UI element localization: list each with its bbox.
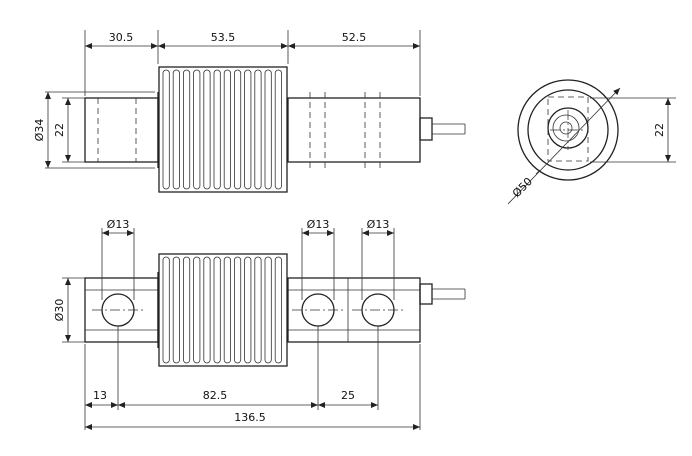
- end-outer-circle: [517, 79, 619, 181]
- bellows-rib: [233, 256, 242, 364]
- top-right-block: [287, 97, 421, 163]
- bellows-rib: [264, 69, 272, 190]
- dim-hole-1: Ø13: [107, 218, 130, 231]
- bellows-rib: [213, 69, 221, 190]
- dim-25: 25: [341, 389, 355, 402]
- dim-dia-34: Ø34: [33, 119, 46, 142]
- bellows-rib: [254, 256, 262, 364]
- side-right-block: [287, 277, 421, 343]
- bellows-rib: [213, 256, 221, 364]
- dim-22-top: 22: [53, 123, 66, 137]
- top-view: 30.5 53.5 52.5 Ø34 22: [33, 30, 466, 193]
- bellows-rib: [254, 69, 262, 190]
- bellows-rib: [162, 69, 170, 190]
- top-bellows-ribs: [162, 69, 282, 190]
- bellows-rib: [274, 69, 282, 190]
- bellows-rib: [193, 69, 201, 190]
- bellows-rib: [203, 256, 211, 364]
- side-bellows-ribs: [162, 256, 282, 364]
- side-bellows: [158, 253, 288, 367]
- bellows-rib: [223, 256, 231, 364]
- dim-30-5: 30.5: [109, 31, 134, 44]
- dim-53-5: 53.5: [211, 31, 236, 44]
- bellows-rib: [162, 256, 170, 364]
- dim-22-end: 22: [653, 123, 666, 137]
- bellows-rib: [172, 256, 180, 364]
- bellows-rib: [244, 69, 252, 190]
- dim-52-5: 52.5: [342, 31, 367, 44]
- top-bellows: [158, 66, 288, 193]
- bellows-rib: [264, 256, 272, 364]
- top-cable-gland: [419, 117, 433, 141]
- bellows-rib: [182, 256, 191, 364]
- dim-dia-30: Ø30: [53, 299, 66, 322]
- side-cable-gland: [419, 283, 433, 305]
- bellows-rib: [172, 69, 180, 190]
- dim-hole-2: Ø13: [307, 218, 330, 231]
- bellows-rib: [274, 256, 282, 364]
- dim-13: 13: [93, 389, 107, 402]
- side-view: Ø13 Ø13 Ø13 Ø30 13 82.5 25 136.5: [53, 218, 466, 430]
- top-left-block: [84, 97, 159, 163]
- dim-hole-3: Ø13: [367, 218, 390, 231]
- bellows-rib: [182, 69, 191, 190]
- dim-82-5: 82.5: [203, 389, 228, 402]
- bellows-rib: [244, 256, 252, 364]
- dim-dia-50: Ø50: [510, 175, 535, 200]
- bellows-rib: [223, 69, 231, 190]
- bellows-rib: [203, 69, 211, 190]
- bellows-rib: [193, 256, 201, 364]
- dim-136-5: 136.5: [234, 411, 266, 424]
- end-inner-circle: [527, 89, 609, 171]
- bellows-rib: [233, 69, 242, 190]
- end-view: Ø50 22: [507, 79, 676, 205]
